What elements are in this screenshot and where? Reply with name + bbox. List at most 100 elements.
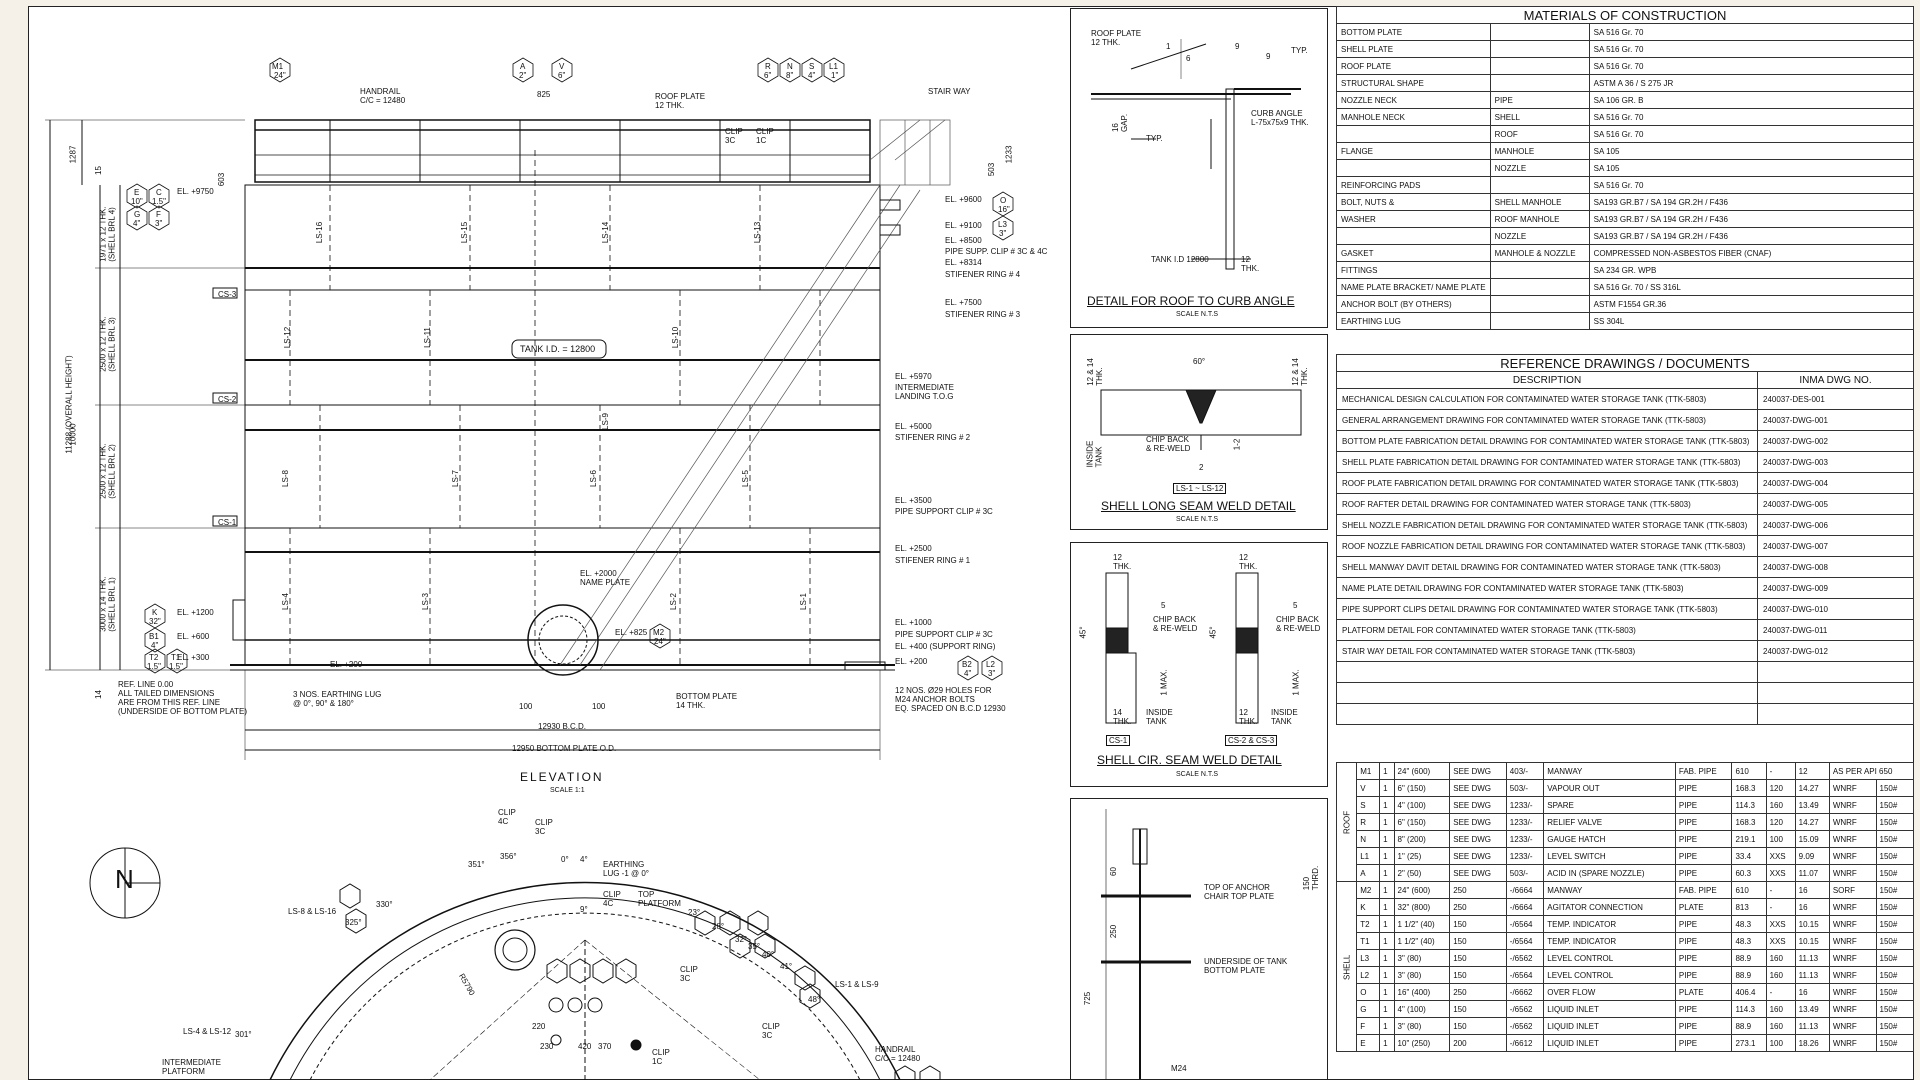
seam-label: LS-8 <box>280 470 290 487</box>
nozzle-cell: 14.27 <box>1794 779 1830 797</box>
nozzle-cell: WNRF <box>1828 1034 1877 1052</box>
nozzle-cell: 150# <box>1875 915 1915 933</box>
reference-no-cell: 240037-DWG-001 <box>1757 409 1914 431</box>
ref-empty-row <box>1336 661 1758 683</box>
circ-inside-a: INSIDE TANK <box>1146 708 1173 726</box>
el-clip-3c: CLIP 3C <box>725 127 743 145</box>
materials-spec-cell: SA 516 Gr. 70 <box>1588 23 1915 41</box>
tag-t1-size: 1.5" <box>169 662 183 671</box>
nozzle-cell: 813 <box>1731 898 1767 916</box>
nozzle-cell: TEMP. INDICATOR <box>1543 915 1676 933</box>
nozzle-cell: 1" (25) <box>1393 847 1451 865</box>
el-pipe-supp-clip: PIPE SUPP. CLIP # 3C & 4C <box>945 247 1048 256</box>
curb-tank-id: TANK I.D 12800 <box>1151 255 1209 264</box>
el-dim-825: 825 <box>537 90 551 99</box>
plan-41deg: 41° <box>780 962 793 971</box>
curb-detail-panel: ROOF PLATE 12 THK. 6 1 9 9 TYP. TYP. 16 … <box>1070 8 1328 328</box>
nozzle-cell: 150 <box>1449 915 1507 933</box>
curb-detail-drawing <box>1091 39 1301 270</box>
nozzle-cell: 160 <box>1765 1000 1796 1018</box>
nozzle-cell: L3 <box>1356 949 1381 967</box>
nozzle-cell: WNRF <box>1828 847 1877 865</box>
nozzle-cell: 88.9 <box>1731 1017 1767 1035</box>
nozzle-cell: PIPE <box>1674 915 1733 933</box>
tag-e-size: 10" <box>131 197 143 206</box>
materials-sub-cell: MANHOLE & NOZZLE <box>1489 244 1590 262</box>
materials-item-cell: FLANGE <box>1336 142 1491 160</box>
nozzle-cell: SEE DWG <box>1449 779 1507 797</box>
el-ref-line: REF. LINE 0.00 ALL TAILED DIMENSIONS ARE… <box>118 680 248 716</box>
nozzle-cell: 11.07 <box>1794 864 1830 882</box>
nozzle-cell: 1 <box>1379 949 1395 967</box>
nozzle-cell: 16" (400) <box>1393 983 1451 1001</box>
nozzle-cell: 503/- <box>1505 779 1545 797</box>
reference-desc-cell: PLATFORM DETAIL FOR CONTAMINATED WATER S… <box>1336 619 1758 641</box>
plan-35deg: 35° <box>748 942 761 951</box>
tag-g: G <box>134 210 141 219</box>
materials-sub-cell <box>1489 261 1590 279</box>
nozzle-cell: 250 <box>1449 983 1507 1001</box>
nozzle-cell: 120 <box>1765 813 1796 831</box>
long-seam-chip: CHIP BACK & RE-WELD <box>1146 435 1191 453</box>
nozzle-cell: PIPE <box>1674 813 1733 831</box>
el-dim-14: 14 <box>93 690 103 699</box>
tag-g-size: 4" <box>133 219 141 228</box>
nozzle-cell: 4" (100) <box>1393 796 1451 814</box>
circ-seam-scale: SCALE N.T.S <box>1176 771 1219 778</box>
nozzle-cell: AGITATOR CONNECTION <box>1543 898 1676 916</box>
el-pipe-support-3c: PIPE SUPPORT CLIP # 3C <box>895 507 993 516</box>
reference-desc-cell: NAME PLATE DETAIL DRAWING FOR CONTAMINAT… <box>1336 577 1758 599</box>
tag-o-size: 16" <box>998 205 1010 214</box>
materials-sub-cell: ROOF <box>1489 125 1590 143</box>
plan-clip-4c: CLIP 4C <box>498 808 516 826</box>
materials-item-cell: SHELL PLATE <box>1336 40 1491 58</box>
nozzle-cell: -/6664 <box>1505 881 1545 899</box>
materials-spec-cell: SA193 GR.B7 / SA 194 GR.2H / F436 <box>1588 210 1915 228</box>
materials-spec-cell: SA 516 Gr. 70 <box>1588 108 1915 126</box>
tag-t1: T1 <box>171 653 181 662</box>
anchor-top: TOP OF ANCHOR CHAIR TOP PLATE <box>1204 883 1275 901</box>
tag-o: O <box>1000 196 1007 205</box>
nozzle-cell: XXS <box>1765 932 1796 950</box>
nozzle-cell: V <box>1356 779 1381 797</box>
el-400: EL. +400 (SUPPORT RING) <box>895 642 996 651</box>
nozzle-cell: SPARE <box>1543 796 1676 814</box>
nozzle-cell: 150# <box>1875 1000 1915 1018</box>
nozzle-cell: 9.09 <box>1794 847 1830 865</box>
nozzle-cell: 1 <box>1379 864 1395 882</box>
nozzle-cell: 1 1/2" (40) <box>1393 915 1451 933</box>
nozzle-cell: WNRF <box>1828 983 1877 1001</box>
nozzle-cell: -/6562 <box>1505 949 1545 967</box>
nozzle-cell: 14.27 <box>1794 813 1830 831</box>
plan-4deg: 4° <box>580 855 588 864</box>
nozzle-cell: 150# <box>1875 1034 1915 1052</box>
materials-item-cell: BOTTOM PLATE <box>1336 23 1491 41</box>
tag-t2-size: 1.5" <box>147 662 161 671</box>
long-seam-ref: LS-1 ~ LS-12 <box>1173 483 1227 494</box>
tag-n-size: 8" <box>786 71 794 80</box>
tag-k: K <box>152 608 158 617</box>
nozzle-cell: K <box>1356 898 1381 916</box>
nozzle-cell: 150# <box>1875 949 1915 967</box>
materials-spec-cell: ASTM F1554 GR.36 <box>1588 295 1915 313</box>
nozzle-cell: 6" (150) <box>1393 813 1451 831</box>
curb-six: 6 <box>1186 54 1191 63</box>
nozzle-cell: 11.13 <box>1794 949 1830 967</box>
nozzle-cell: 250 <box>1449 881 1507 899</box>
el-dim-100b: 100 <box>592 702 606 711</box>
nozzle-cell: RELIEF VALVE <box>1543 813 1676 831</box>
materials-sub-cell: NOZZLE <box>1489 159 1590 177</box>
nozzle-group-roof: ROOF <box>1336 762 1357 882</box>
nozzle-cell: 10.15 <box>1794 932 1830 950</box>
long-seam-panel: 60° 12 & 14 THK. 12 & 14 THK. CHIP BACK … <box>1070 334 1328 530</box>
reference-desc-cell: SHELL PLATE FABRICATION DETAIL DRAWING F… <box>1336 451 1758 473</box>
